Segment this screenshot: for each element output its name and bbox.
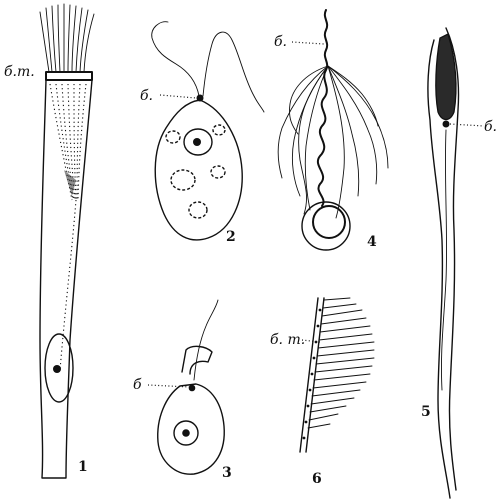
figure-4-label: б. [274, 34, 287, 50]
figure-2-vacuole [213, 125, 225, 135]
figure-2-vacuole [189, 202, 207, 218]
figure-6-striated-border: б. т. 6 [270, 298, 374, 487]
figure-1-label: б.т. [4, 64, 35, 80]
figure-6-number: 6 [312, 471, 322, 487]
figure-6-label: б. т. [270, 332, 305, 348]
figure-1-elongated-cell: б.т. 1 [4, 4, 94, 478]
figure-2-vacuole [171, 170, 195, 190]
figure-2-vacuole [211, 166, 225, 178]
figure-5-label-leader [450, 124, 484, 126]
figure-4-number: 4 [367, 234, 377, 250]
figure-2-flagellate: б. 2 [140, 22, 264, 245]
figure-2-label: б. [140, 88, 153, 104]
figure-2-basal-body [197, 95, 204, 102]
figure-2-number: 2 [226, 229, 236, 245]
figure-1-nucleolus [53, 365, 61, 373]
figure-3-flagellate: б 3 [133, 300, 232, 481]
figure-1-cilia-tuft [40, 4, 94, 72]
figure-5-number: 5 [421, 404, 431, 420]
figure-2-nucleolus [193, 138, 201, 146]
figure-1-basal-band [46, 72, 92, 80]
figure-1-stippled-cone [50, 84, 86, 200]
figure-2-flagellum-right [203, 32, 264, 112]
figure-4-spiral-flagellum [318, 10, 327, 206]
figure-5-spindle-cell: б. 5 [421, 28, 497, 498]
figure-4-nucleus [313, 206, 345, 238]
figure-4-spiral-structure: б. 4 [274, 10, 388, 250]
figure-2-cell-outline [155, 100, 242, 240]
figure-3-number: 3 [222, 465, 232, 481]
figure-4-fibre-fan [278, 66, 388, 218]
figure-5-label: б. [484, 119, 497, 135]
figure-4-label-leader [292, 42, 324, 44]
figure-1-cell-outline [40, 80, 92, 478]
figure-3-basal-body [189, 385, 196, 392]
figure-2-label-leader [160, 95, 196, 98]
figure-2-vacuole [166, 131, 180, 143]
figure-3-label: б [133, 377, 142, 393]
figure-3-flagellum [194, 300, 218, 380]
figure-1-number: 1 [78, 459, 88, 475]
figure-2-flagellum-left [152, 22, 199, 96]
figure-6-rod-fringe [308, 298, 374, 428]
figure-3-cell-outline [158, 384, 225, 474]
figure-4-cell-body [302, 202, 350, 250]
figure-5-basal-body [443, 121, 450, 128]
figure-3-nucleolus [182, 429, 190, 437]
